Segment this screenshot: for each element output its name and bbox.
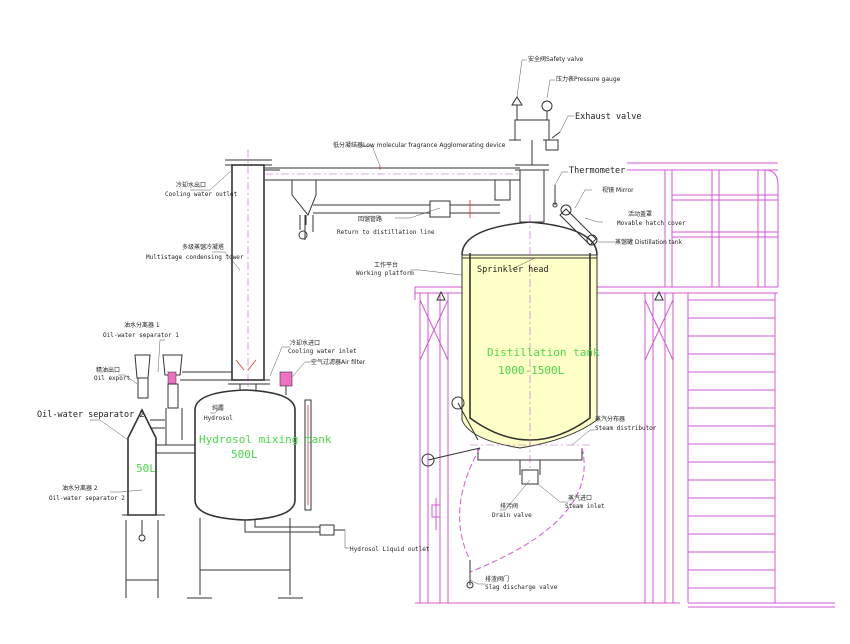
label-working-platform-en: Working platform <box>356 270 414 277</box>
label-drain-valve-cn: 排污阀 <box>500 502 518 510</box>
exhaust-assembly <box>509 96 561 208</box>
label-condensing-tower-cn: 多级蒸馏冷凝塔 <box>182 243 224 251</box>
label-pressure-gauge: 压力表Pressure gauge <box>556 75 621 83</box>
mixing-tank-capacity: 500L <box>231 448 258 461</box>
separator-capacity: 50L <box>136 462 156 475</box>
label-steam-distributor-en: Steam distributor <box>595 425 657 432</box>
label-steam-distributor-cn: 蒸汽分布器 <box>595 415 625 423</box>
label-steam-inlet-en: Steam inlet <box>565 503 605 510</box>
label-cooling-inlet-cn: 冷却水进口 <box>290 339 320 347</box>
label-working-platform-cn: 工作平台 <box>374 261 398 269</box>
hydrosol-mixing-tank <box>187 371 345 599</box>
oil-water-separators <box>122 354 232 598</box>
leader-lines <box>90 59 615 585</box>
label-sprinkler-head: Sprinkler head <box>477 265 549 275</box>
label-movable-hatch-cn: 活动盖罩 <box>628 210 652 218</box>
label-oil-export-cn: 精油出口 <box>96 366 120 374</box>
label-oil-water-sep1-en: Oil-water separator 1 <box>103 332 179 339</box>
pipes <box>265 166 520 240</box>
label-safety-valve: 安全阀Safety valve <box>528 55 584 63</box>
label-return-line-cn: 回馏管路 <box>358 215 382 223</box>
label-cooling-outlet-cn: 冷却水出口 <box>176 181 206 189</box>
mixing-tank-title: Hydrosol mixing tank <box>199 433 332 446</box>
label-condensing-tower-en: Multistage condensing tower <box>146 254 244 261</box>
label-drain-valve-en: Drain valve <box>492 512 532 519</box>
label-air-filter: 空气过滤器Air filter <box>311 358 366 366</box>
condensing-tower <box>225 150 280 390</box>
label-slag-valve-cn: 排渣阀门 <box>485 575 509 583</box>
label-cooling-outlet-en: Cooling water outlet <box>165 191 238 198</box>
label-exhaust-valve: Exhaust valve <box>575 112 642 122</box>
distillation-tank-title: Distillation tank <box>487 346 600 359</box>
text-labels: 安全阀Safety valve 压力表Pressure gauge Exhaus… <box>37 55 686 591</box>
label-oil-water-sep1-cn: 油水分离器 1 <box>124 321 160 329</box>
distillation-tank-capacity: 1000-1500L <box>498 364 565 377</box>
label-oil-water-sep2b-cn: 油水分离器 2 <box>62 484 98 492</box>
label-distillation-tank-cn: 蒸馏罐 Distillation tank <box>615 238 683 246</box>
label-return-line-en: Return to distillation line <box>337 229 435 236</box>
label-hydrosol-cn: 纯露 <box>212 404 224 412</box>
label-oil-export-en: Oil export <box>94 375 131 382</box>
label-steam-inlet-cn: 蒸汽进口 <box>568 494 592 502</box>
label-slag-valve-en: Slag discharge valve <box>485 584 558 591</box>
label-thermometer: Thermometer <box>569 166 625 176</box>
label-oil-water-sep2b-en: Oil-water separator 2 <box>49 495 125 502</box>
label-hydrosol-outlet: Hydrosol Liquid outlet <box>350 546 430 553</box>
label-low-molecular-device: 低分凝结器Low molecular fragrance Agglomerati… <box>333 141 506 149</box>
label-movable-hatch-en: Movable hatch cover <box>617 220 686 227</box>
label-oil-water-sep2: Oil-water separator 2 <box>37 410 144 420</box>
label-mirror: 视镜 Mirror <box>602 186 634 194</box>
working-platform <box>414 162 835 608</box>
distillation-tank <box>421 164 598 589</box>
label-cooling-inlet-en: Cooling water inlet <box>288 348 357 355</box>
label-hydrosol-en: Hydrosol <box>204 415 233 422</box>
